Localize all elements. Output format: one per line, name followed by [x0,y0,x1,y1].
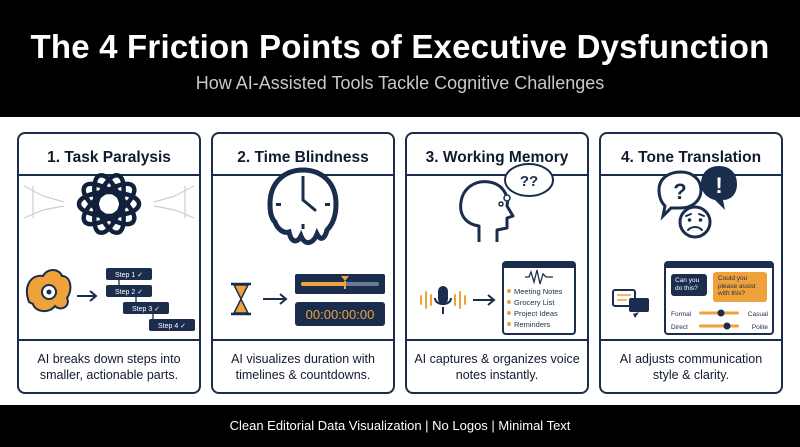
brain-gear-icon [25,269,72,312]
slider-left-label: Direct [671,324,688,331]
step-label: Step 2 ✓ [115,289,143,296]
countdown-text: 00:00:00:00 [306,307,375,322]
step-3: Step 3 ✓ [123,302,169,314]
hourglass-icon [231,282,251,316]
panel-title: 1. Task Paralysis [47,149,171,166]
step-1: Step 1 ✓ [106,268,152,280]
note-item: Reminders [514,320,551,329]
arrow-right-icon [263,293,288,305]
panel-divider [213,339,393,341]
panel-working-memory: 3. Working Memory ?? [405,132,589,394]
note-item: Meeting Notes [514,287,563,296]
melting-clock-icon [267,167,339,245]
panel-divider [407,339,587,341]
panel-caption: AI visualizes duration with timelines & … [231,352,375,382]
slider-knob[interactable] [723,322,731,330]
note-item: Project Ideas [514,309,558,318]
page-subtitle: How AI-Assisted Tools Tackle Cognitive C… [195,73,605,93]
page-title: The 4 Friction Points of Executive Dysfu… [30,28,770,65]
countdown-display: 00:00:00:00 [295,302,385,326]
slider-left-label: Formal [671,311,692,318]
chat-text-original: Can you do this? [675,277,700,292]
working-memory-illustration: ?? Meeting Notes Grocery List Project Id… [420,163,576,335]
exclamation-bubble-icon: ! [701,166,737,210]
step-4: Step 4 ✓ [149,319,195,331]
panel-task-paralysis: 1. Task Paralysis Step 1 ✓ [17,132,201,394]
svg-text:?: ? [673,179,686,204]
chat-bubbles-icon [612,289,649,318]
arrow-right-icon [77,290,98,302]
notes-window: Meeting Notes Grocery List Project Ideas… [502,261,576,335]
sound-wave-right [454,291,466,309]
slider-right-label: Polite [752,324,769,331]
confused-face-icon [678,205,712,239]
slider-knob[interactable] [717,309,725,317]
timeline-icon [295,274,385,294]
panel-divider [601,339,781,341]
chat-bubble-rephrased [713,272,767,302]
network-lines [23,185,195,219]
footer-bar: Clean Editorial Data Visualization | No … [0,405,800,447]
panel-divider [19,174,199,176]
panel-title: 3. Working Memory [425,149,569,166]
panel-tone-translation: 4. Tone Translation ? ! Can you [599,132,783,394]
step-label: Step 3 ✓ [132,306,160,313]
time-blindness-illustration: 00:00:00:00 [231,167,385,326]
head-thought-icon: ?? [459,163,554,242]
slider-track[interactable] [699,324,739,328]
panel-title: 2. Time Blindness [237,149,369,166]
step-label: Step 1 ✓ [115,272,143,279]
tone-translation-illustration: ? ! Can you do this? Could [612,166,774,335]
panel-divider [407,174,587,176]
step-label: Step 4 ✓ [158,323,186,330]
thought-text: ?? [520,173,538,190]
knot-icon [76,172,142,236]
question-bubble-icon: ? [657,170,703,221]
panel-caption: AI adjusts communication style & clarity… [619,352,763,382]
sound-wave-left [420,291,432,309]
footer-text: Clean Editorial Data Visualization | No … [229,418,571,433]
chat-text-rephrased: Could you please assist with this? [718,275,756,297]
microphone-icon [434,286,452,314]
panel-divider [19,339,199,341]
panel-caption: AI captures & organizes voice notes inst… [414,352,580,382]
tone-window: Can you do this? Could you please assist… [664,261,774,335]
waveform-icon [525,269,553,285]
slider-right-label: Casual [748,311,769,318]
header-bar: The 4 Friction Points of Executive Dysfu… [0,0,800,117]
svg-text:!: ! [715,173,722,198]
task-paralysis-illustration: Step 1 ✓ Step 2 ✓ Step 3 ✓ Step 4 ✓ [23,172,195,331]
panel-time-blindness: 2. Time Blindness 00 [211,132,395,394]
arrow-right-icon [473,294,496,306]
panel-caption: AI breaks down steps into smaller, actio… [37,352,181,382]
step-2: Step 2 ✓ [106,285,152,297]
panel-title: 4. Tone Translation [620,149,762,166]
chat-bubble-original [671,274,707,296]
note-item: Grocery List [514,298,555,307]
